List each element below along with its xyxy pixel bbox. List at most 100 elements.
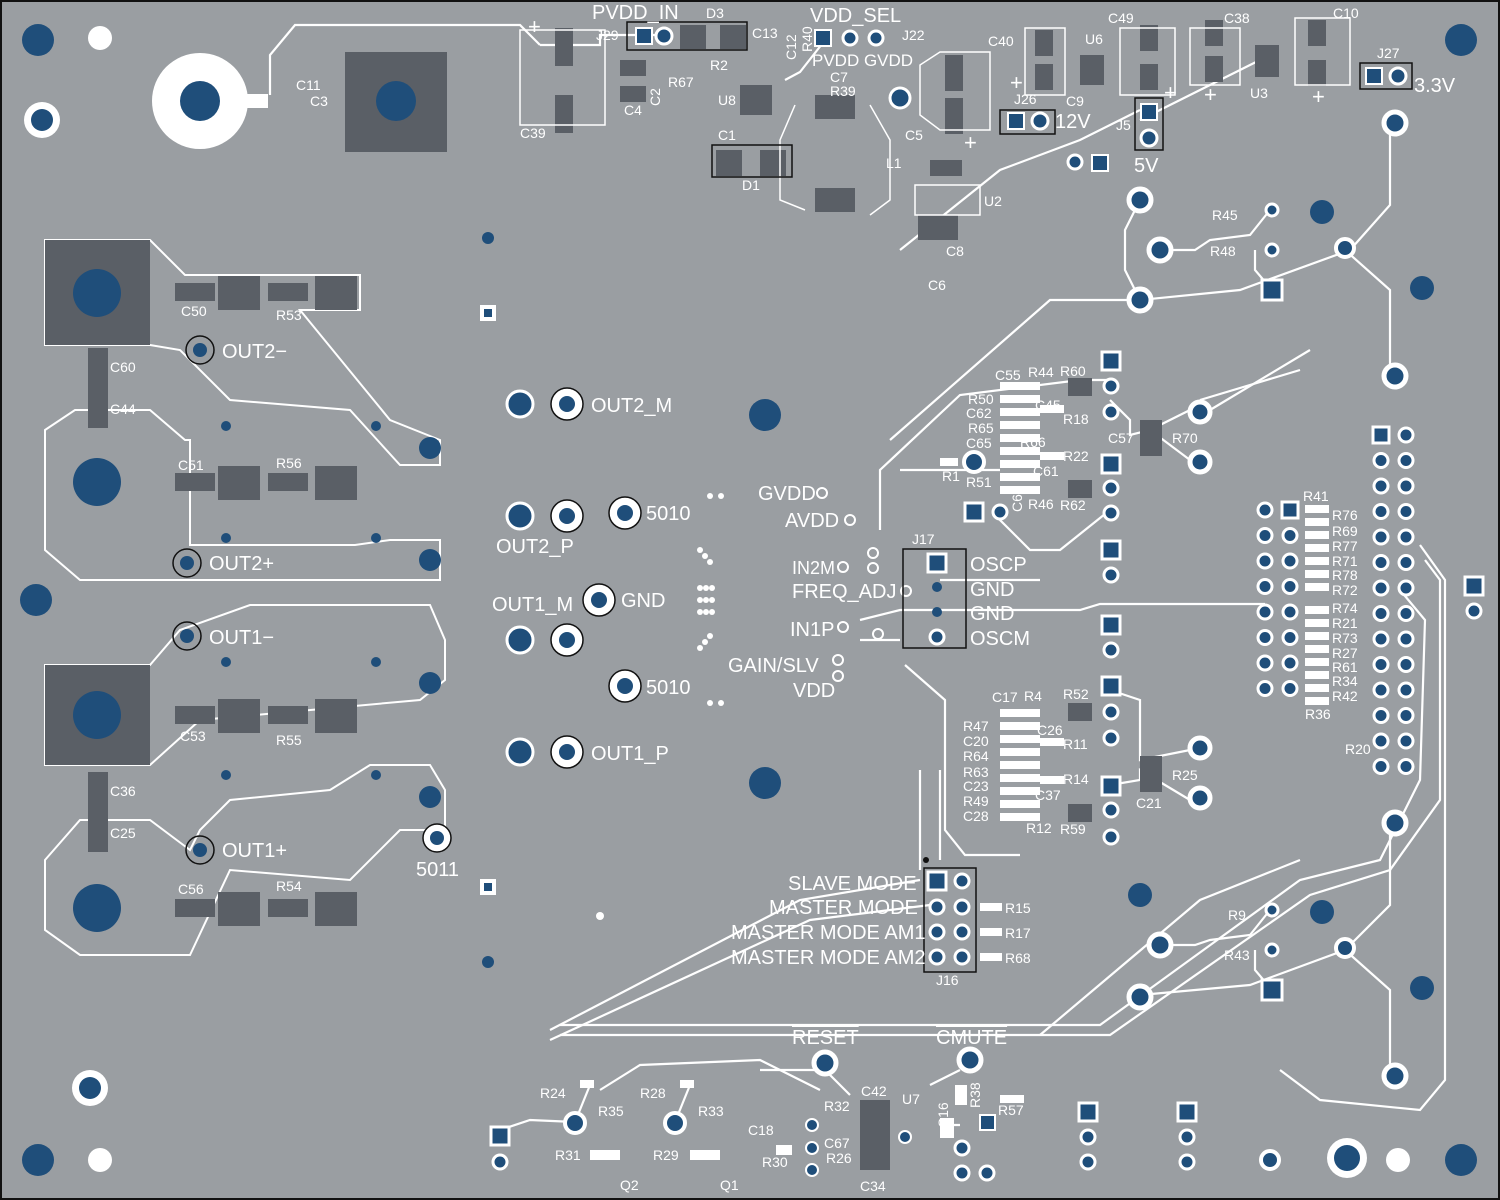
small-vias [697, 493, 724, 706]
label-c10: C10 [1333, 5, 1359, 21]
label-c50: C50 [181, 303, 207, 319]
label-c4: C4 [624, 102, 642, 118]
label-master-mode-am2: MASTER MODE AM2 [731, 947, 925, 969]
label-r25: R25 [1172, 767, 1198, 783]
label-r64: R64 [963, 748, 989, 764]
label-r32: R32 [824, 1098, 850, 1114]
label-l1: L1 [886, 155, 902, 171]
label-pvdd-gvdd: PVDD GVDD [812, 51, 913, 70]
label-u2: U2 [984, 193, 1002, 209]
label-r51: R51 [966, 474, 992, 490]
label-r27: R27 [1332, 645, 1358, 661]
header-pin [1372, 630, 1390, 648]
header-pin [1256, 680, 1274, 697]
label-r73: R73 [1332, 630, 1358, 646]
label-3v3: 3.3V [1414, 75, 1456, 97]
label-out1-minus: OUT1− [209, 627, 274, 649]
label-r39: R39 [830, 83, 856, 99]
output-filter-parts [88, 276, 357, 926]
label-out2-p: OUT2_P [496, 536, 574, 558]
output-test-points [172, 335, 452, 865]
label-c53: C53 [180, 728, 206, 744]
svg-text:+: + [1204, 82, 1217, 107]
npth-holes [88, 26, 1410, 1172]
label-r47: R47 [963, 718, 989, 734]
label-r70: R70 [1172, 430, 1198, 446]
label-q2: Q2 [620, 1177, 639, 1193]
header-pin [1256, 654, 1274, 672]
header-pin [1397, 707, 1415, 724]
svg-text:+: + [1312, 84, 1325, 109]
label-c3: C3 [310, 93, 328, 109]
label-c42: C42 [861, 1083, 887, 1099]
label-j26: J26 [1014, 91, 1037, 107]
header-pin [1397, 477, 1415, 495]
label-u7: U7 [902, 1091, 920, 1107]
label-c21: C21 [1136, 795, 1162, 811]
label-c60: C60 [110, 359, 136, 375]
label-out2-m: OUT2_M [591, 395, 672, 417]
label-c23: C23 [963, 778, 989, 794]
svg-text:+: + [528, 14, 541, 39]
header-pin [1397, 758, 1415, 775]
label-c65: C65 [966, 435, 992, 451]
smd-passives [940, 382, 1329, 961]
label-r31: R31 [555, 1147, 581, 1163]
header-pin [1372, 681, 1390, 699]
label-r48: R48 [1210, 243, 1236, 259]
label-r61: R61 [1332, 659, 1358, 675]
label-r29: R29 [653, 1147, 679, 1163]
header-pin [1397, 579, 1415, 597]
header-pin [1372, 503, 1390, 520]
label-master-mode: MASTER MODE [769, 897, 918, 919]
label-j17: J17 [912, 531, 935, 547]
label-avdd: AVDD [785, 510, 839, 532]
header-pin [1256, 578, 1274, 595]
label-r40: R40 [799, 26, 815, 52]
label-d3: D3 [706, 5, 724, 21]
label-c18: C18 [748, 1122, 774, 1138]
signal-pins [816, 350, 1485, 846]
label-c16: C16 [935, 1102, 951, 1128]
svg-text:+: + [964, 130, 977, 155]
label-r38: R38 [967, 1082, 983, 1108]
label-out1-p: OUT1_P [591, 743, 669, 765]
header-pin [1372, 732, 1390, 750]
label-5010-bottom: 5010 [646, 677, 691, 699]
label-j22: J22 [902, 27, 925, 43]
label-vdd-sel: VDD_SEL [810, 5, 901, 27]
header-pin [1256, 527, 1274, 544]
svg-text:+: + [1164, 80, 1177, 105]
label-r74: R74 [1332, 600, 1358, 616]
label-c20: C20 [963, 733, 989, 749]
label-c12: C12 [783, 34, 799, 60]
label-c51: C51 [178, 457, 204, 473]
traces [268, 23, 1447, 1132]
label-r78: R78 [1332, 567, 1358, 583]
polarity-marks: + + + + + + [528, 14, 1325, 155]
label-r57: R57 [998, 1102, 1024, 1118]
label-master-mode-am1: MASTER MODE AM1 [731, 922, 925, 944]
header-pin [1371, 425, 1391, 445]
label-r34: R34 [1332, 673, 1358, 689]
label-r35: R35 [598, 1103, 624, 1119]
label-r30: R30 [762, 1154, 788, 1170]
label-c49: C49 [1108, 10, 1134, 26]
header-pin [1397, 528, 1415, 546]
label-r55: R55 [276, 732, 302, 748]
header-pin [1281, 629, 1299, 646]
label-in1p: IN1P [790, 619, 834, 641]
label-r56: R56 [276, 455, 302, 471]
label-c5: C5 [905, 127, 923, 143]
label-j16: J16 [936, 972, 959, 988]
svg-text:+: + [1010, 70, 1023, 95]
header-pin [1281, 578, 1299, 595]
header-pin [1397, 503, 1415, 520]
label-r41: R41 [1303, 488, 1329, 504]
header-pin [1281, 552, 1299, 570]
label-c40: C40 [988, 33, 1014, 49]
label-r50: R50 [968, 391, 994, 407]
label-r15: R15 [1005, 900, 1031, 916]
label-gvdd: GVDD [758, 483, 816, 505]
